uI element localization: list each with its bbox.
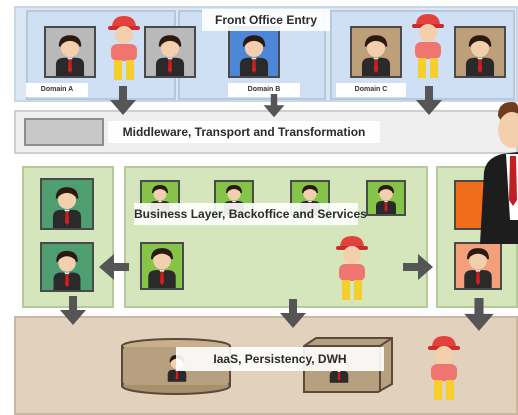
cap-user-icon: [332, 228, 372, 308]
arrow-down-icon: [108, 84, 138, 118]
user-icon: [368, 182, 404, 214]
user-tile: [228, 26, 280, 78]
user-icon: [465, 35, 495, 76]
user-tile: [454, 26, 506, 78]
user-icon: [239, 35, 269, 76]
user-icon: [142, 244, 182, 288]
user-icon: [361, 35, 391, 76]
arrow-down-icon: [260, 94, 288, 118]
user-icon: [55, 35, 85, 76]
arrow-right-icon: [402, 252, 434, 282]
middleware-block: [24, 118, 104, 146]
arrow-down-icon: [278, 296, 308, 332]
middleware-title: Middleware, Transport and Transformation: [108, 121, 380, 143]
user-icon: [53, 250, 81, 290]
user-tile: [44, 26, 96, 78]
user-icon: [155, 35, 185, 76]
cap-user-icon: [408, 12, 448, 80]
arrow-down-icon: [414, 84, 444, 118]
user-tile: [40, 242, 94, 292]
businessman-icon: [480, 102, 518, 244]
user-tile: [40, 178, 94, 230]
user-tile: [140, 242, 184, 290]
cap-user-icon: [104, 14, 144, 82]
user-tile: [454, 242, 502, 290]
user-tile: [366, 180, 406, 216]
front-office-title: Front Office Entry: [202, 9, 330, 31]
user-icon: [52, 187, 82, 228]
arrow-left-icon: [98, 252, 130, 282]
domain-a-label: Domain A: [26, 83, 88, 97]
domain-b-label: Domain B: [228, 83, 300, 97]
arrow-down-icon: [58, 296, 88, 326]
business-title: Business Layer, Backoffice and Services: [134, 203, 367, 225]
arrow-down-icon: [462, 298, 496, 332]
user-icon: [456, 244, 500, 288]
cap-user-icon: [424, 326, 464, 410]
user-tile: [144, 26, 196, 78]
domain-c-label: Domain C: [336, 83, 406, 97]
persistence-title: IaaS, Persistency, DWH: [176, 347, 384, 371]
user-tile: [350, 26, 402, 78]
